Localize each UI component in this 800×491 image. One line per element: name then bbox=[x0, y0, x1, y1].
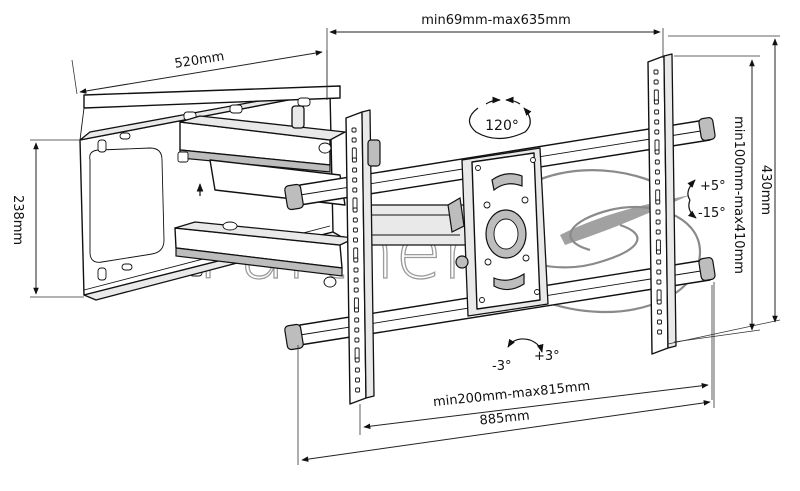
adj-level: -3° +3° bbox=[492, 338, 560, 374]
label-overall-height: 430mm bbox=[758, 165, 773, 215]
bracket-hole bbox=[354, 307, 359, 313]
bracket-hole bbox=[655, 219, 661, 225]
bracket-hole bbox=[353, 277, 359, 283]
bracket-hole bbox=[353, 257, 359, 263]
bracket-hole bbox=[655, 199, 661, 205]
bracket-hole bbox=[354, 357, 360, 363]
bracket-hole bbox=[656, 249, 661, 255]
bracket-hole bbox=[654, 129, 660, 135]
bracket-hole bbox=[657, 329, 663, 335]
bracket-hole bbox=[354, 367, 360, 373]
label-swivel: 120° bbox=[485, 118, 519, 134]
label-wall-plate-height: 238mm bbox=[10, 195, 25, 245]
bracket-hole bbox=[352, 177, 358, 183]
bracket-hole bbox=[654, 109, 660, 115]
bracket-hole bbox=[656, 279, 662, 285]
adj-swivel: 120° bbox=[468, 96, 532, 140]
bracket-hole bbox=[654, 119, 660, 125]
bracket-hole bbox=[656, 309, 662, 315]
label-wall-plate-width: 520mm bbox=[174, 49, 226, 72]
bracket-hole bbox=[654, 159, 660, 165]
bracket-hole bbox=[353, 287, 359, 293]
label-bracket-width-range: min200mm-max815mm bbox=[432, 379, 591, 410]
bracket-hole bbox=[351, 157, 357, 163]
right-vertical-bracket bbox=[647, 53, 677, 355]
dim-vesa-horizontal: min69mm-max635mm bbox=[326, 13, 664, 100]
dim-overall-height: 430mm bbox=[667, 35, 781, 345]
label-vesa-horizontal: min69mm-max635mm bbox=[421, 13, 571, 28]
bracket-hole bbox=[351, 127, 357, 133]
bracket-hole bbox=[354, 337, 360, 343]
bracket-hole bbox=[655, 229, 661, 235]
bracket-hole bbox=[655, 209, 661, 215]
left-vertical-bracket bbox=[345, 109, 381, 405]
bracket-hole bbox=[353, 237, 358, 243]
bracket-hole bbox=[352, 217, 358, 223]
bracket-hole bbox=[656, 299, 662, 305]
bracket-hole bbox=[657, 319, 662, 325]
label-vesa-vertical: min100mm-max410mm bbox=[731, 116, 746, 274]
bracket-hole bbox=[351, 137, 357, 143]
bracket-hole bbox=[653, 99, 659, 105]
dim-wall-plate-height: 238mm bbox=[10, 139, 84, 298]
label-tilt-up: +5° bbox=[700, 179, 726, 194]
center-tilt-plate bbox=[447, 147, 549, 317]
label-tilt-down: -15° bbox=[698, 206, 726, 221]
label-level-minus: -3° bbox=[492, 359, 511, 374]
lower-arm bbox=[174, 204, 471, 288]
bracket-hole bbox=[654, 169, 660, 175]
label-level-plus: +3° bbox=[534, 349, 560, 364]
bracket-hole bbox=[655, 179, 660, 185]
bracket-hole bbox=[355, 377, 360, 383]
dim-overall-width: 885mm bbox=[297, 282, 715, 465]
bracket-hole bbox=[656, 259, 662, 265]
bracket-hole bbox=[354, 317, 360, 323]
adj-tilt: +5° -15° bbox=[687, 179, 726, 221]
bracket-hole bbox=[355, 387, 361, 393]
bracket-hole bbox=[352, 227, 358, 233]
bracket-hole bbox=[352, 167, 358, 173]
bracket-hole bbox=[653, 79, 659, 85]
bracket-hole bbox=[654, 149, 660, 155]
bracket-hole bbox=[353, 267, 359, 273]
bracket-hole bbox=[656, 269, 662, 275]
bracket-hole bbox=[653, 69, 659, 75]
bracket-hole bbox=[352, 187, 358, 193]
label-overall-width: 885mm bbox=[479, 408, 530, 428]
bracket-hole bbox=[354, 327, 360, 333]
dim-vesa-vertical: min100mm-max410mm bbox=[673, 55, 761, 343]
bracket-hole bbox=[352, 207, 358, 213]
